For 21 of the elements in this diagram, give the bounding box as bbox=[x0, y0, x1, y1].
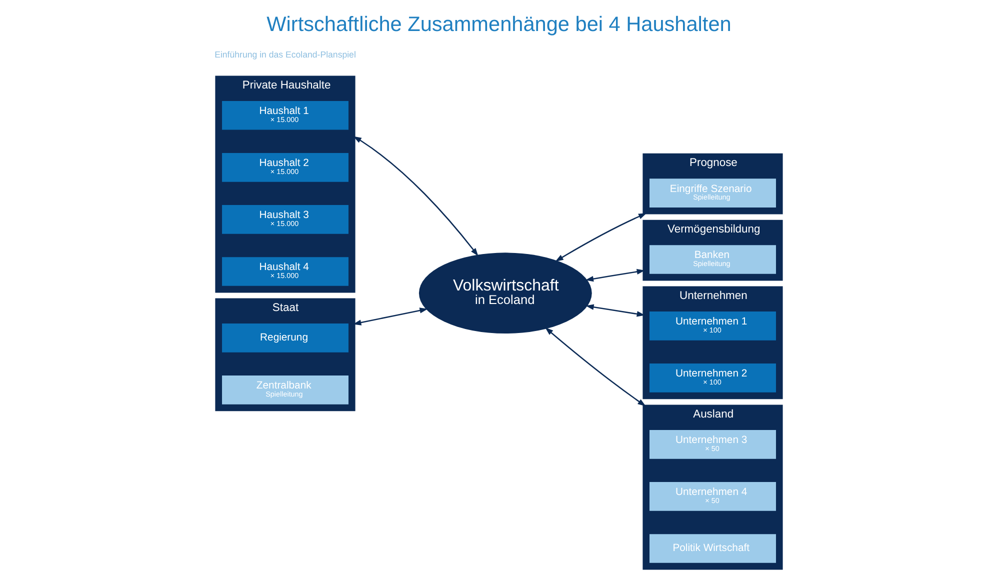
node-box: Regierung bbox=[222, 324, 348, 352]
node-box: Haushalt 1 × 15.000 bbox=[222, 100, 348, 130]
node-box: Haushalt 4 × 15.000 bbox=[222, 257, 348, 286]
node-box: Haushalt 2 × 15.000 bbox=[222, 153, 348, 182]
node-box: Banken Spielleitung bbox=[649, 245, 776, 274]
arrow bbox=[352, 136, 478, 256]
arrow bbox=[544, 327, 646, 406]
node-box: Politik Wirtschaft bbox=[649, 534, 776, 563]
arrow bbox=[585, 304, 645, 317]
node-box: Haushalt 3 × 15.000 bbox=[222, 205, 348, 234]
arrow bbox=[352, 308, 428, 326]
diagram-title: Wirtschaftliche Zusammenhänge bei 4 Haushalten bbox=[266, 13, 731, 36]
node-box: Unternehmen 3 × 50 bbox=[649, 430, 776, 459]
label: Einführung in das Ecoland-Planspiel bbox=[214, 50, 356, 60]
arrow bbox=[584, 268, 645, 282]
node-box: Unternehmen 1 × 100 bbox=[649, 312, 776, 340]
node-box: Eingriffe Szenario Spielleitung bbox=[649, 178, 776, 208]
arrow bbox=[554, 213, 646, 262]
node-box: Unternehmen 4 × 50 bbox=[649, 482, 776, 511]
node-box: Unternehmen 2 × 100 bbox=[649, 364, 776, 392]
node-box: Zentralbank Spielleitung bbox=[222, 376, 348, 404]
